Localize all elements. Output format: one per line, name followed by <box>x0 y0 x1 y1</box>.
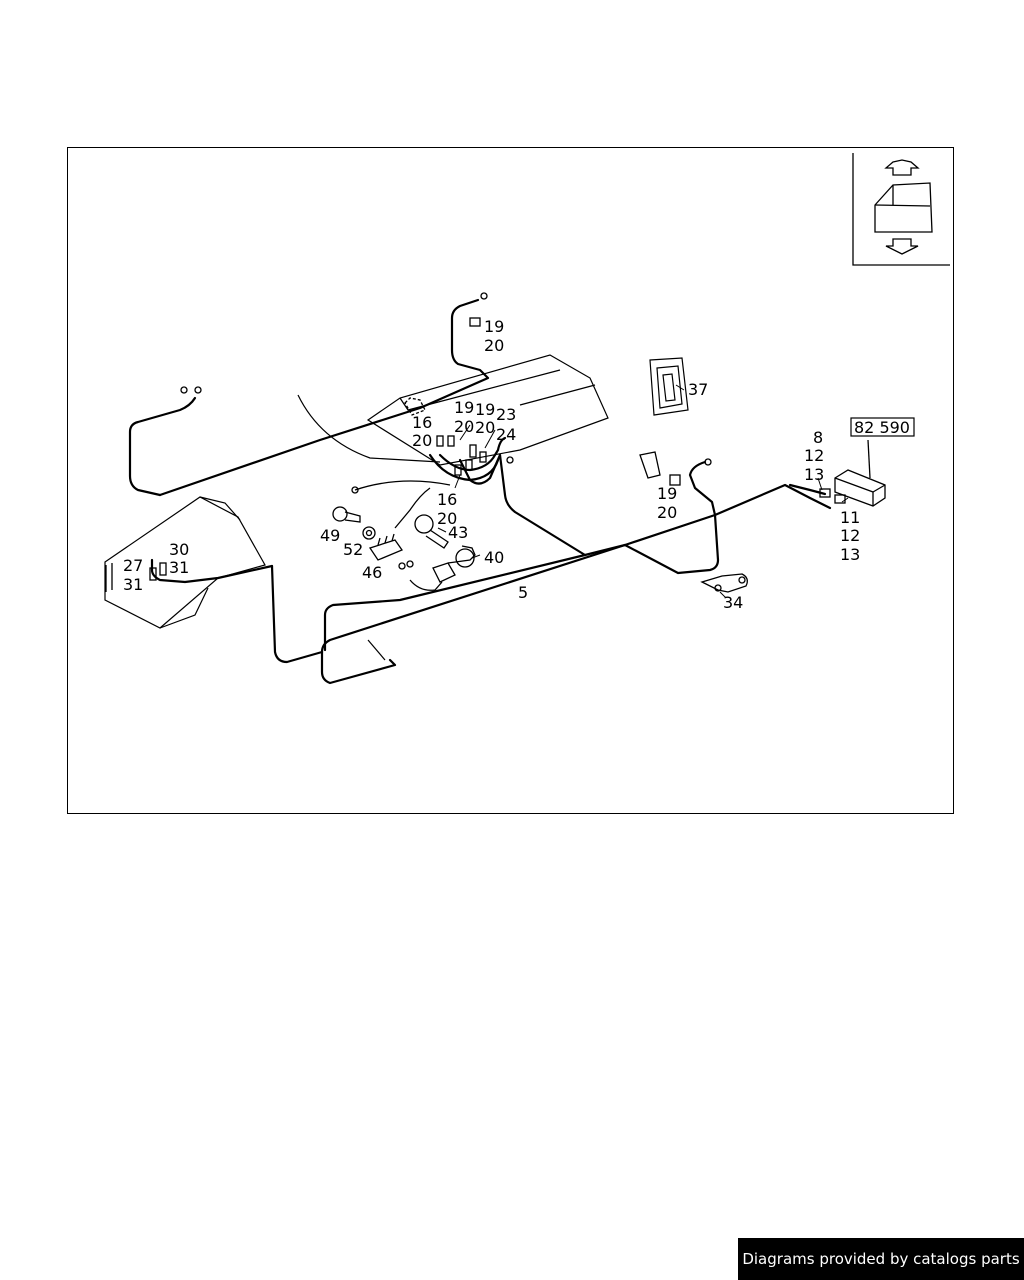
footer-banner: Diagrams provided by catalogs parts <box>738 1238 1024 1280</box>
part-label: 13 <box>804 465 824 484</box>
part-label: 43 <box>448 523 468 542</box>
leader-lines <box>437 384 849 599</box>
part-labels: 19 20 37 16 20 19 20 19 20 23 24 8 12 13… <box>123 317 860 612</box>
part-label: 8 <box>813 428 823 447</box>
part-label: 13 <box>840 545 860 564</box>
part-label: 19 <box>657 484 677 503</box>
part-label: 5 <box>518 583 528 602</box>
part-label: 20 <box>484 336 504 355</box>
footer-text: Diagrams provided by catalogs parts <box>742 1250 1020 1268</box>
reference-number-box <box>850 417 915 437</box>
part-label: 40 <box>484 548 504 567</box>
part-label: 24 <box>496 425 516 444</box>
reference-number: 82 590 <box>854 418 910 437</box>
part-label: 49 <box>320 526 340 545</box>
part-label: 37 <box>688 380 708 399</box>
part-label: 31 <box>169 558 189 577</box>
part-label: 20 <box>412 431 432 450</box>
part-label: 52 <box>343 540 363 559</box>
part-label: 16 <box>437 490 457 509</box>
part-label: 20 <box>437 509 457 528</box>
wiring-harness <box>128 298 832 685</box>
trunk-outline <box>104 354 716 661</box>
part-label: 19 <box>454 398 474 417</box>
diagram-frame <box>67 147 954 814</box>
part-label: 12 <box>804 446 824 465</box>
part-label: 20 <box>475 418 495 437</box>
part-label: 46 <box>362 563 382 582</box>
part-label: 34 <box>723 593 743 612</box>
part-label: 20 <box>454 417 474 436</box>
part-label: 20 <box>657 503 677 522</box>
part-label: 12 <box>840 526 860 545</box>
part-label: 23 <box>496 405 516 424</box>
door-locator-icon <box>852 153 950 266</box>
part-label: 27 <box>123 556 143 575</box>
part-label: 31 <box>123 575 143 594</box>
part-label: 16 <box>412 413 432 432</box>
connectors-and-parts <box>105 292 886 593</box>
part-label: 11 <box>840 508 860 527</box>
part-label: 19 <box>484 317 504 336</box>
part-label: 19 <box>475 400 495 419</box>
part-label: 30 <box>169 540 189 559</box>
